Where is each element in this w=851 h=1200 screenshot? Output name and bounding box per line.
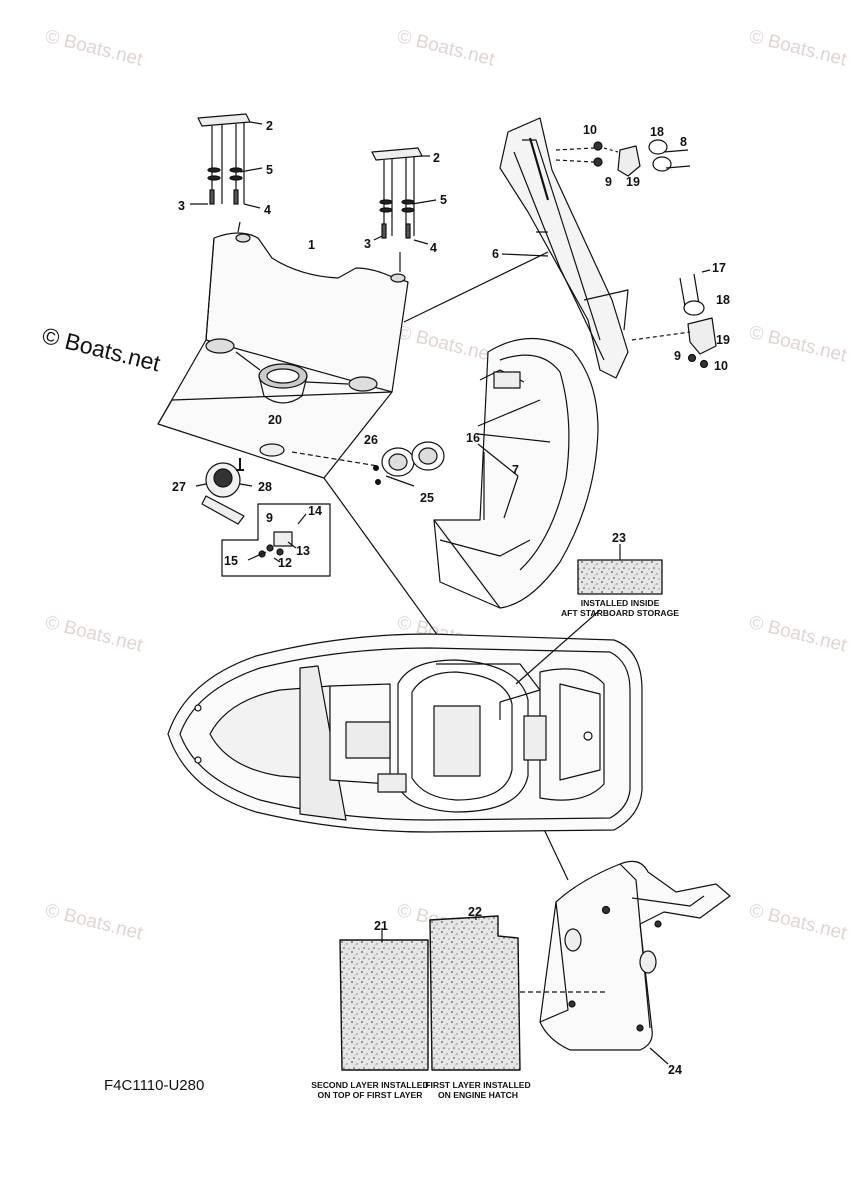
callout-7: 7 xyxy=(512,463,519,477)
callout-10b: 10 xyxy=(714,359,728,373)
callout-12: 12 xyxy=(278,556,292,570)
bracket-hardware-side xyxy=(631,269,717,369)
callout-6: 6 xyxy=(492,247,499,261)
callout-17: 17 xyxy=(712,261,726,275)
note-23-line1: INSTALLED INSIDE xyxy=(581,598,660,608)
callout-25: 25 xyxy=(420,491,434,505)
callout-3b: 3 xyxy=(364,237,371,251)
engine-hatch xyxy=(520,860,731,1065)
hinge-hardware-left xyxy=(190,113,263,209)
callout-18b: 18 xyxy=(716,293,730,307)
callout-10a: 10 xyxy=(583,123,597,137)
callout-23: 23 xyxy=(612,531,626,545)
note-23-line2: AFT STARBOARD STORAGE xyxy=(561,608,679,618)
callout-4b: 4 xyxy=(430,241,437,255)
callout-3a: 3 xyxy=(178,199,185,213)
callout-26: 26 xyxy=(364,433,378,447)
callout-5a: 5 xyxy=(266,163,273,177)
callout-14: 14 xyxy=(308,504,322,518)
seat-hatch-panel xyxy=(157,232,409,479)
callout-24: 24 xyxy=(668,1063,682,1077)
bracket-hardware-top xyxy=(555,139,691,177)
note-22-line2: ON ENGINE HATCH xyxy=(438,1090,518,1100)
callout-18a: 18 xyxy=(650,125,664,139)
carpet-pad-23 xyxy=(577,559,663,595)
callout-8: 8 xyxy=(680,135,687,149)
callout-19b: 19 xyxy=(716,333,730,347)
callout-27: 27 xyxy=(172,480,186,494)
storage-bin xyxy=(433,337,599,609)
hinge-hardware-right xyxy=(371,147,437,245)
callout-1: 1 xyxy=(308,238,315,252)
drink-holder-pair xyxy=(291,441,445,487)
windshield-pillar xyxy=(499,117,629,379)
note-21-line2: ON TOP OF FIRST LAYER xyxy=(318,1090,424,1100)
diagram-code: F4C1110-U280 xyxy=(104,1077,205,1094)
callout-9c: 9 xyxy=(266,511,273,525)
note-21-line1: SECOND LAYER INSTALLED xyxy=(311,1080,428,1090)
callout-20: 20 xyxy=(268,413,282,427)
callout-28: 28 xyxy=(258,480,272,494)
callout-15: 15 xyxy=(224,554,238,568)
carpet-pad-21 xyxy=(339,939,429,1071)
note-22-line1: FIRST LAYER INSTALLED xyxy=(425,1080,531,1090)
carpet-pad-22 xyxy=(429,915,521,1071)
callout-21: 21 xyxy=(374,919,388,933)
callout-16: 16 xyxy=(466,431,480,445)
callout-13: 13 xyxy=(296,544,310,558)
callout-9b: 9 xyxy=(674,349,681,363)
callout-4a: 4 xyxy=(264,203,271,217)
callout-22: 22 xyxy=(468,905,482,919)
fitting-assembly xyxy=(195,458,253,525)
callout-2b: 2 xyxy=(433,151,440,165)
boat-topview xyxy=(167,633,643,833)
callout-5b: 5 xyxy=(440,193,447,207)
inset-hardware-box xyxy=(221,503,331,577)
callout-19a: 19 xyxy=(626,175,640,189)
callout-9a: 9 xyxy=(605,175,612,189)
callout-2a: 2 xyxy=(266,119,273,133)
cup-holder-icon xyxy=(258,363,308,404)
